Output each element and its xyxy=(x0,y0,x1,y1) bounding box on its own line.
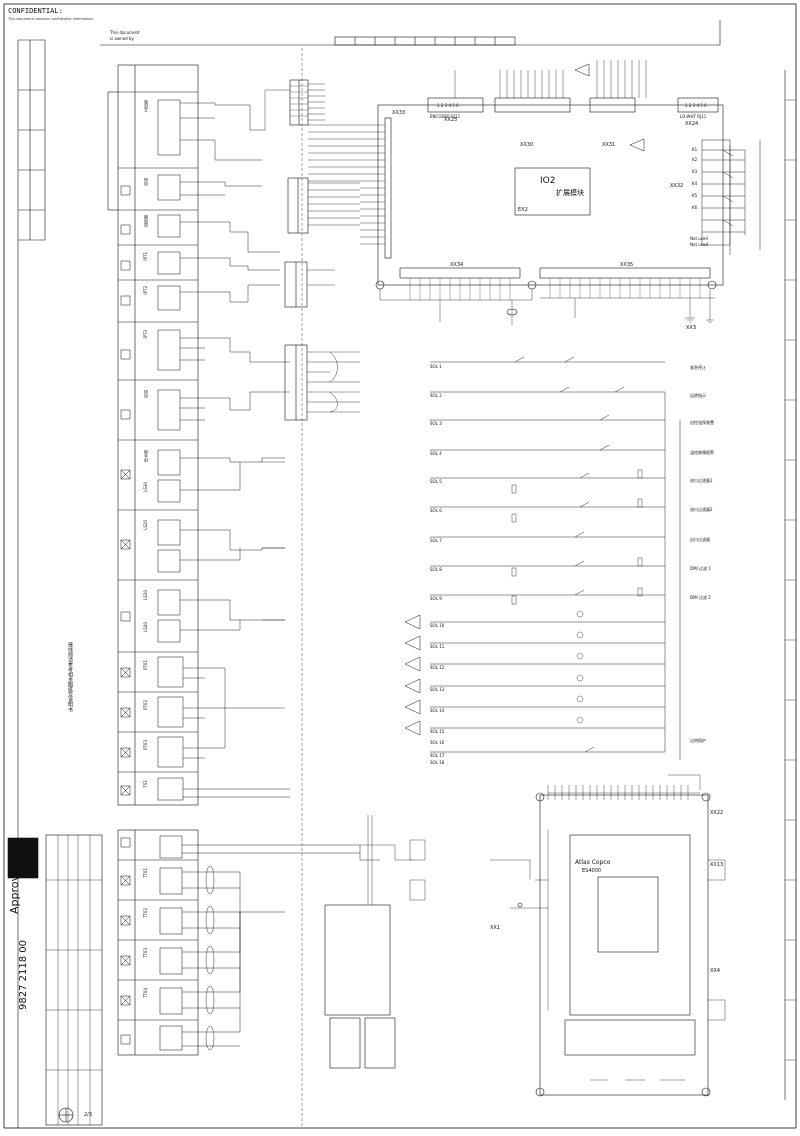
desc-5: 温控故障报警 xyxy=(690,450,714,455)
row-label-1: 主控制 xyxy=(143,100,148,112)
desc-3: 自控温保装置 xyxy=(690,420,714,425)
xx24-pins: 1 2 3 4 5 6 xyxy=(685,103,707,108)
connector-xx1: XX1 xyxy=(490,925,501,931)
row-label-9: LS10 xyxy=(143,482,148,492)
not-used-1: Not used xyxy=(690,236,708,241)
connector-xx34: XX34 xyxy=(450,262,464,268)
desc-2: 运转指示 xyxy=(690,393,706,398)
connector-xx32: XX32 xyxy=(670,183,684,189)
row-label-5: IPT2 xyxy=(143,286,148,295)
row-label-4: IPT1 xyxy=(143,252,148,261)
row-label-6: IPT3 xyxy=(143,330,148,339)
sol-label-7: SOL 7 xyxy=(430,538,442,543)
connector-xx35: XX35 xyxy=(620,262,634,268)
desc-1: 紧急停止 xyxy=(690,365,706,370)
sol-label-6: SOL 6 xyxy=(430,508,442,513)
desc-7: 进口过滤器2 xyxy=(690,507,713,512)
row-label-8: 排水阀 xyxy=(143,450,148,462)
connector-xx33: XX33 xyxy=(392,110,406,116)
k5: K5 xyxy=(692,193,698,198)
lo-wht-label: LO-WHT RJ11 xyxy=(680,114,707,119)
row-label-16: TS1 xyxy=(143,780,148,788)
approved-label: Approved xyxy=(8,861,21,914)
confidential-note: This document contains confidential info… xyxy=(8,17,94,21)
row-label-15: PT03 xyxy=(143,740,148,750)
bottom-row-label-1: TT01 xyxy=(143,868,148,878)
sol-label-9: SOL 9 xyxy=(430,596,442,601)
sol-label-15: SOL 15 xyxy=(430,729,445,734)
row-label-3: 加热器 xyxy=(143,215,148,227)
k4: K4 xyxy=(692,181,698,186)
sol-label-4: SOL 4 xyxy=(430,451,442,456)
drawing-number: 9827 2118 00 xyxy=(18,940,29,1010)
sol-label-14: SOL 14 xyxy=(430,708,445,713)
sol-label-17: SOL 17 xyxy=(430,753,445,758)
k3: K3 xyxy=(692,169,698,174)
io2-module-label: IO2 xyxy=(540,176,556,186)
row-label-7: 风机 xyxy=(143,390,148,398)
sol-label-3: SOL 3 xyxy=(430,421,442,426)
sol-label-5: SOL 5 xyxy=(430,479,442,484)
connector-xx31: XX31 xyxy=(602,142,616,148)
io2-module-cn: 扩展模块 xyxy=(556,189,584,197)
sol-label-8: SOL 8 xyxy=(430,567,442,572)
encoder-label: ENCODER RJ11 xyxy=(430,114,461,119)
top-right-note-2: is owned by xyxy=(110,36,134,41)
sol-label-11: SOL 11 xyxy=(430,644,445,649)
desc-6: 进口过滤器1 xyxy=(690,478,713,483)
sol-label-13: SOL 13 xyxy=(430,687,445,692)
sol-label-12: SOL 12 xyxy=(430,665,445,670)
bottom-row-label-4: TT04 xyxy=(143,988,148,998)
connector-xx24: XX24 xyxy=(685,121,699,127)
sol-label-16: SOL 16 xyxy=(430,740,445,745)
hmi-model: ES4000 xyxy=(582,868,602,874)
connector-xx22: XX22 xyxy=(710,810,724,816)
connector-xx3: XX3 xyxy=(686,325,697,331)
connector-xx23: XX23 xyxy=(444,117,458,123)
connector-xx13: XX13 xyxy=(710,862,724,868)
desc-9: DMI 过滤 1 xyxy=(690,566,711,571)
k2: K2 xyxy=(692,157,698,162)
k1: K1 xyxy=(692,147,698,152)
hmi-brand: Atlas Copco xyxy=(575,859,611,866)
row-label-13: PT01 xyxy=(143,660,148,670)
not-used-2: Not used xyxy=(690,242,708,247)
bottom-row-label-3: TT03 xyxy=(143,948,148,958)
connector-xx30: XX30 xyxy=(520,142,534,148)
row-label-11: LS30 xyxy=(143,590,148,600)
sol-label-2: SOL 2 xyxy=(430,393,442,398)
k6: K6 xyxy=(692,205,698,210)
row-label-12: LS40 xyxy=(143,622,148,632)
desc-11: DMI 过滤 2 xyxy=(690,595,711,600)
desc-17: 过热保护 xyxy=(690,738,706,743)
vertical-note: 接线前请参考相关图纸及说明书 xyxy=(67,642,73,712)
sheet-number: 2/3 xyxy=(84,1112,93,1118)
row-label-14: PT02 xyxy=(143,700,148,710)
top-right-note-1: This document xyxy=(110,30,140,35)
bottom-row-label-2: TT02 xyxy=(143,908,148,918)
xx23-pins: 1 2 3 4 5 6 xyxy=(437,103,459,108)
sol-label-10: SOL 10 xyxy=(430,623,445,628)
ex2-label: EX2 xyxy=(518,207,528,213)
desc-8: 出口过滤器 xyxy=(690,537,710,542)
sol-label-18: SOL 18 xyxy=(430,760,445,765)
sol-label-1: SOL 1 xyxy=(430,364,442,369)
row-label-10: LS20 xyxy=(143,520,148,530)
connector-xx4: XX4 xyxy=(710,968,721,974)
row-label-2: 风扇 xyxy=(143,178,148,186)
confidential-label: CONFIDENTIAL: xyxy=(8,7,63,15)
